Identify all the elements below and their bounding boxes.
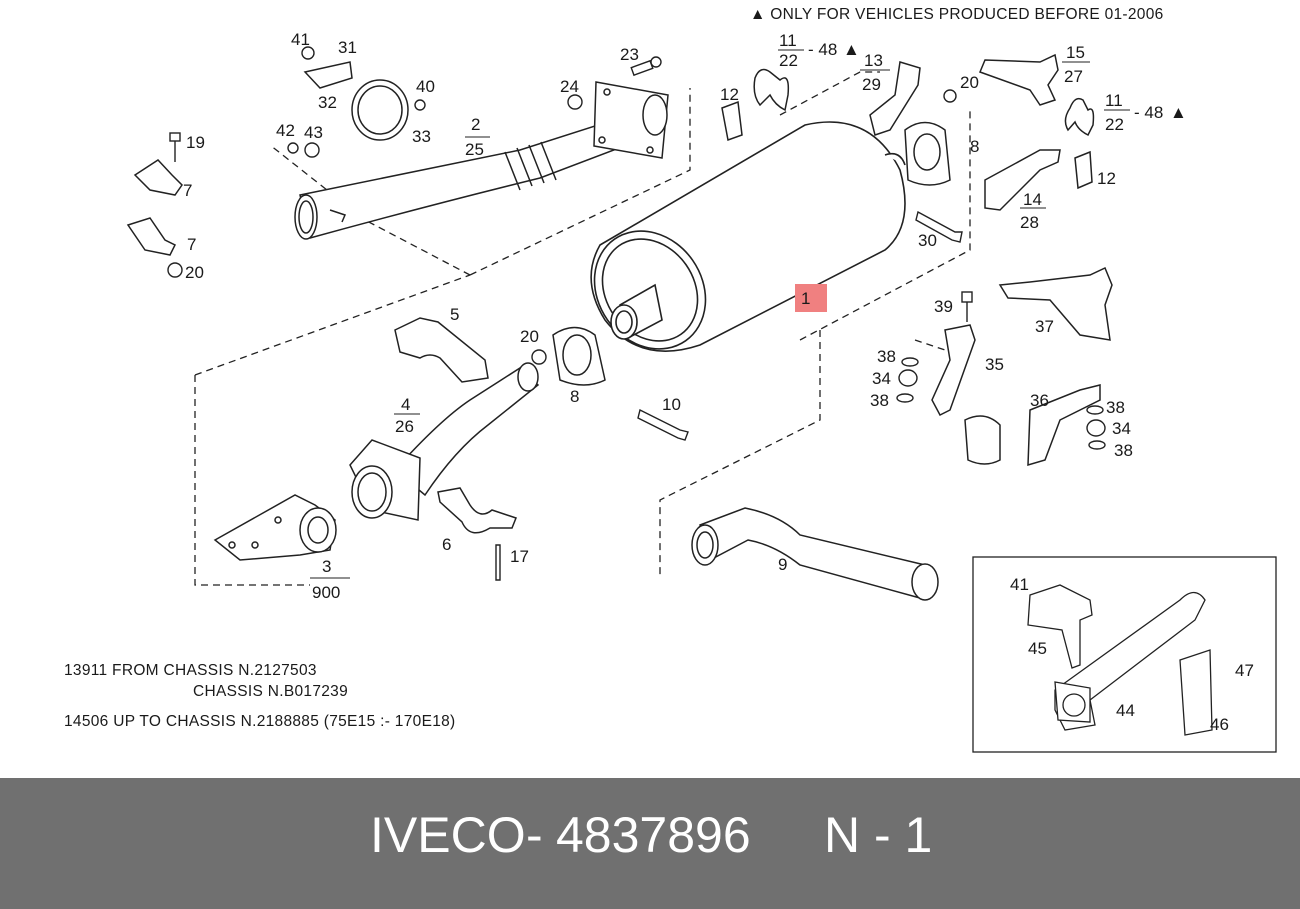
label-44: 44 [1116, 701, 1135, 720]
rubber-mount-parts [552, 121, 951, 386]
label-37: 37 [1035, 317, 1054, 336]
label-22a: 22 [779, 51, 798, 70]
label-48b: - 48 [1134, 103, 1163, 122]
label-3: 3 [322, 557, 331, 576]
label-30: 30 [918, 231, 937, 250]
label-11b: 11 [1105, 91, 1123, 110]
label-1: 1 [801, 289, 810, 308]
label-29: 29 [862, 75, 881, 94]
footer-part-number: 4837896 [556, 807, 751, 863]
footer-brand: IVECO [370, 807, 526, 863]
footer-separator: - [526, 807, 543, 863]
footer-position: N - 1 [824, 807, 933, 863]
label-35: 35 [985, 355, 1004, 374]
label-43: 43 [304, 123, 323, 142]
note-line-2: CHASSIS N.B017239 [193, 683, 349, 700]
label-27: 27 [1064, 67, 1083, 86]
label-41b: 41 [1010, 575, 1029, 594]
triangle-b: ▲ [1170, 103, 1187, 122]
callout-labels: 1 2 25 3 900 4 26 5 6 7 7 8 8 9 10 11 22… [183, 30, 1254, 734]
label-34a: 34 [872, 369, 891, 388]
highlight-part-1 [795, 284, 827, 312]
label-11a: 11 [779, 31, 797, 50]
label-9: 9 [778, 555, 787, 574]
label-20a: 20 [185, 263, 204, 282]
label-5: 5 [450, 305, 459, 324]
label-46: 46 [1210, 715, 1229, 734]
label-900: 900 [312, 583, 340, 602]
inset-box [972, 556, 1277, 753]
label-22b: 22 [1105, 115, 1124, 134]
hanger-parts [721, 68, 1095, 190]
label-20c: 20 [960, 73, 979, 92]
label-24: 24 [560, 77, 579, 96]
label-36: 36 [1030, 391, 1049, 410]
label-10: 10 [662, 395, 681, 414]
intermediate-pipe-part [349, 362, 540, 521]
tail-pipe-part [691, 507, 939, 601]
label-14: 14 [1023, 190, 1042, 209]
clamp-parts [394, 317, 517, 534]
label-12b: 12 [1097, 169, 1116, 188]
label-25: 25 [465, 140, 484, 159]
label-6: 6 [442, 535, 451, 554]
label-41a: 41 [291, 30, 310, 49]
exhaust-system-diagram: 1 2 25 3 900 4 26 5 6 7 7 8 8 9 10 11 22… [64, 6, 1277, 753]
label-20b: 20 [520, 327, 539, 346]
label-33: 33 [412, 127, 431, 146]
label-15: 15 [1066, 43, 1085, 62]
label-19: 19 [186, 133, 205, 152]
label-12a: 12 [720, 85, 739, 104]
muffler-part [590, 121, 906, 352]
label-31: 31 [338, 38, 357, 57]
label-38a: 38 [877, 347, 896, 366]
footer-bar: IVECO - 4837896 N - 1 [0, 778, 1300, 909]
strap-clamp-parts [126, 61, 409, 256]
label-13: 13 [864, 51, 883, 70]
label-48a: - 48 [808, 40, 837, 59]
label-4: 4 [401, 395, 410, 414]
header-note: ▲ ONLY FOR VEHICLES PRODUCED BEFORE 01-2… [750, 6, 1164, 23]
label-26: 26 [395, 417, 414, 436]
label-8a: 8 [570, 387, 579, 406]
label-38b: 38 [870, 391, 889, 410]
label-7a: 7 [183, 181, 192, 200]
mount-bracket-part [213, 494, 337, 561]
bracket-parts [869, 53, 1113, 467]
label-47: 47 [1235, 661, 1254, 680]
label-40: 40 [416, 77, 435, 96]
label-38d: 38 [1114, 441, 1133, 460]
label-42: 42 [276, 121, 295, 140]
label-28: 28 [1020, 213, 1039, 232]
label-38c: 38 [1106, 398, 1125, 417]
fastener-parts [167, 46, 1248, 693]
triangle-a: ▲ [843, 40, 860, 59]
note-line-1: 13911 FROM CHASSIS N.2127503 [64, 662, 317, 679]
label-2: 2 [471, 115, 480, 134]
label-45: 45 [1028, 639, 1047, 658]
note-line-3: 14506 UP TO CHASSIS N.2188885 (75E15 :- … [64, 713, 456, 730]
label-8b: 8 [970, 137, 979, 156]
label-34b: 34 [1112, 419, 1131, 438]
label-32: 32 [318, 93, 337, 112]
label-23: 23 [620, 45, 639, 64]
label-17: 17 [510, 547, 529, 566]
label-39: 39 [934, 297, 953, 316]
diagram-drawing: 1 2 25 3 900 4 26 5 6 7 7 8 8 9 10 11 22… [126, 30, 1277, 753]
label-7b: 7 [187, 235, 196, 254]
front-pipe-part [294, 81, 669, 240]
dashed-outlines [194, 71, 971, 586]
